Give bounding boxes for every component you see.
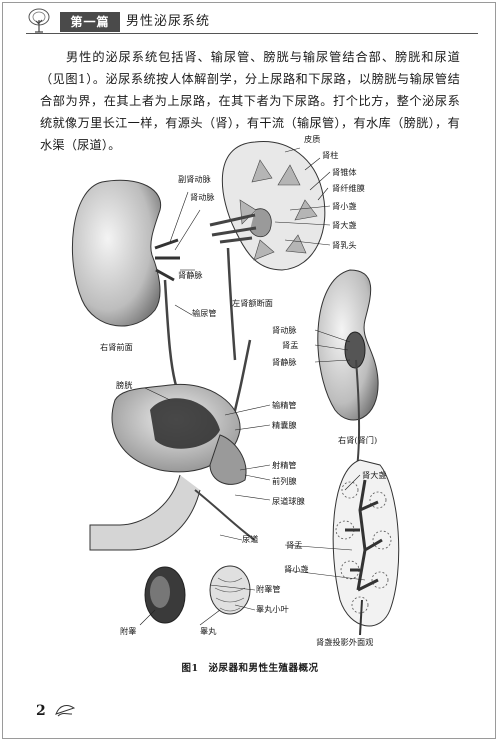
label-epididymis: 附睾 [120, 626, 137, 636]
anatomy-figure: 皮质 肾柱 肾锥体 肾纤维膜 副肾动脉 肾动脉 肾小盏 肾大盏 肾乳头 肾静脉 … [60, 130, 440, 650]
page-number: 2 [36, 703, 46, 719]
label-renal-artery-top: 肾动脉 [190, 192, 215, 202]
label-minor-calyx-bottom: 肾小盏 [284, 564, 309, 574]
label-urethra: 尿道 [242, 534, 259, 544]
leaf-ornament-icon [55, 705, 76, 717]
label-cortex: 皮质 [304, 134, 321, 144]
label-renal-column: 肾柱 [322, 150, 339, 160]
label-testicular-lobule: 睾丸小叶 [256, 604, 289, 614]
label-minor-calyx-top: 肾小盏 [332, 201, 357, 211]
label-epididymal-duct: 附睾管 [256, 584, 281, 594]
label-renal-pyramid: 肾锥体 [332, 167, 357, 177]
label-renal-vein-right: 肾静脉 [272, 357, 297, 367]
chapter-title: 男性泌尿系统 [126, 14, 211, 29]
label-ejaculatory-duct: 射精管 [272, 460, 297, 470]
label-left-kidney-section: 左肾额断面 [232, 298, 273, 308]
label-testis: 睾丸 [200, 626, 217, 636]
anatomy-illustration [71, 141, 400, 636]
label-ureter: 输尿管 [192, 308, 217, 318]
label-right-kidney-front: 右肾前面 [100, 342, 133, 352]
label-right-kidney-hilum: 右肾(肾门) [338, 435, 378, 445]
label-bulbourethral-gland: 尿道球腺 [272, 496, 305, 506]
page-header: 第一篇 男性泌尿系统 [26, 8, 476, 34]
label-renal-pelvis-bottom: 肾盂 [286, 540, 303, 550]
label-renal-vein-left: 肾静脉 [178, 270, 203, 280]
label-major-calyx-bottom: 肾大盏 [362, 470, 387, 480]
label-calyx-projection: 肾盏投影外面观 [316, 637, 374, 647]
label-seminal-vesicle: 精囊腺 [272, 420, 297, 430]
intro-paragraph: 男性的泌尿系统包括肾、输尿管、膀胱与输尿管结合部、膀胱和尿道（见图1）。泌尿系统… [40, 50, 460, 152]
label-renal-artery-right: 肾动脉 [272, 325, 297, 335]
label-renal-papilla: 肾乳头 [332, 240, 357, 250]
label-bladder: 膀胱 [116, 380, 133, 390]
header-rule [26, 33, 478, 34]
label-major-calyx-top: 肾大盏 [332, 220, 357, 230]
label-accessory-renal-artery: 副肾动脉 [178, 174, 211, 184]
label-prostate: 前列腺 [272, 476, 297, 486]
label-renal-pelvis-right: 肾盂 [282, 340, 299, 350]
label-fibrous-capsule: 肾纤维膜 [332, 183, 365, 193]
figure-caption: 图1 泌尿器和男性生殖器概况 [181, 663, 319, 674]
chapter-label: 第一篇 [60, 12, 120, 32]
label-vas-deferens: 输精管 [272, 400, 297, 410]
tree-icon [28, 8, 50, 33]
